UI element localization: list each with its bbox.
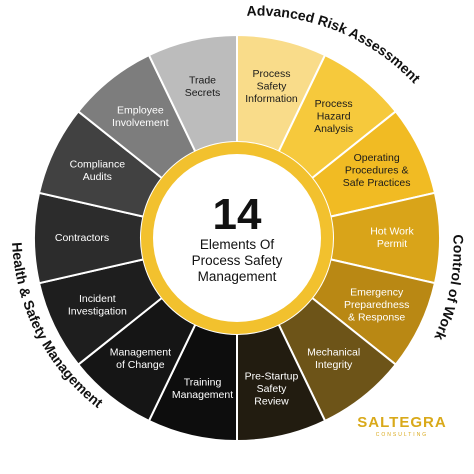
segment-11-label-line-1: Contractors xyxy=(55,232,109,244)
segment-5-label-line-1: Emergency xyxy=(350,287,404,299)
segment-4-label-line-2: Permit xyxy=(377,238,407,250)
segment-5-label-line-2: Preparedness xyxy=(344,299,409,311)
center-line-1: Elements Of xyxy=(200,237,275,252)
segment-2-label-line-1: Process xyxy=(315,98,353,110)
segment-13-label-line-1: Employee xyxy=(117,104,164,116)
segment-13-label-line-2: Involvement xyxy=(112,117,169,129)
logo: SALTEGRA CONSULTING xyxy=(357,414,446,438)
segment-1-label-line-3: Information xyxy=(245,93,298,105)
segment-5-label-line-3: & Response xyxy=(348,312,405,324)
segment-8-label-line-1: Training xyxy=(184,377,222,389)
segment-9-label-line-2: of Change xyxy=(116,359,165,371)
segment-3-label-line-2: Procedures & xyxy=(345,165,409,177)
segment-10-label-line-1: Incident xyxy=(79,293,116,305)
center-disc xyxy=(153,154,321,322)
segment-14-label-line-1: Trade xyxy=(189,74,216,86)
segment-6-label-line-1: Mechanical xyxy=(307,347,360,359)
segment-1-label-line-2: Safety xyxy=(257,81,288,93)
segment-12-label-line-2: Audits xyxy=(83,171,112,183)
segment-14-label-line-2: Secrets xyxy=(185,87,221,99)
center-line-2: Process Safety xyxy=(192,253,283,268)
segment-1-label-line-1: Process xyxy=(253,68,291,80)
segment-3-label-line-3: Safe Practices xyxy=(343,177,411,189)
segment-12-label-line-1: Compliance xyxy=(70,158,126,170)
logo-name: SALTEGRA xyxy=(357,414,446,431)
segment-8-label-line-2: Management xyxy=(172,389,233,401)
segment-6-label-line-2: Integrity xyxy=(315,359,353,371)
segment-7-label-line-3: Review xyxy=(254,395,289,407)
segment-4-label-line-1: Hot Work xyxy=(370,226,414,238)
center-number: 14 xyxy=(213,190,262,239)
segment-10-label-line-2: Investigation xyxy=(68,305,127,317)
logo-sub: CONSULTING xyxy=(376,432,428,438)
center-line-3: Management xyxy=(198,269,277,284)
segment-2-label-line-3: Analysis xyxy=(314,123,353,135)
segment-7-label-line-2: Safety xyxy=(257,383,288,395)
segment-2-label-line-2: Hazard xyxy=(317,111,351,123)
segment-9-label-line-1: Management xyxy=(110,347,171,359)
segment-7-label-line-1: Pre-Startup xyxy=(245,370,299,382)
segment-3-label-line-1: Operating xyxy=(354,152,400,164)
